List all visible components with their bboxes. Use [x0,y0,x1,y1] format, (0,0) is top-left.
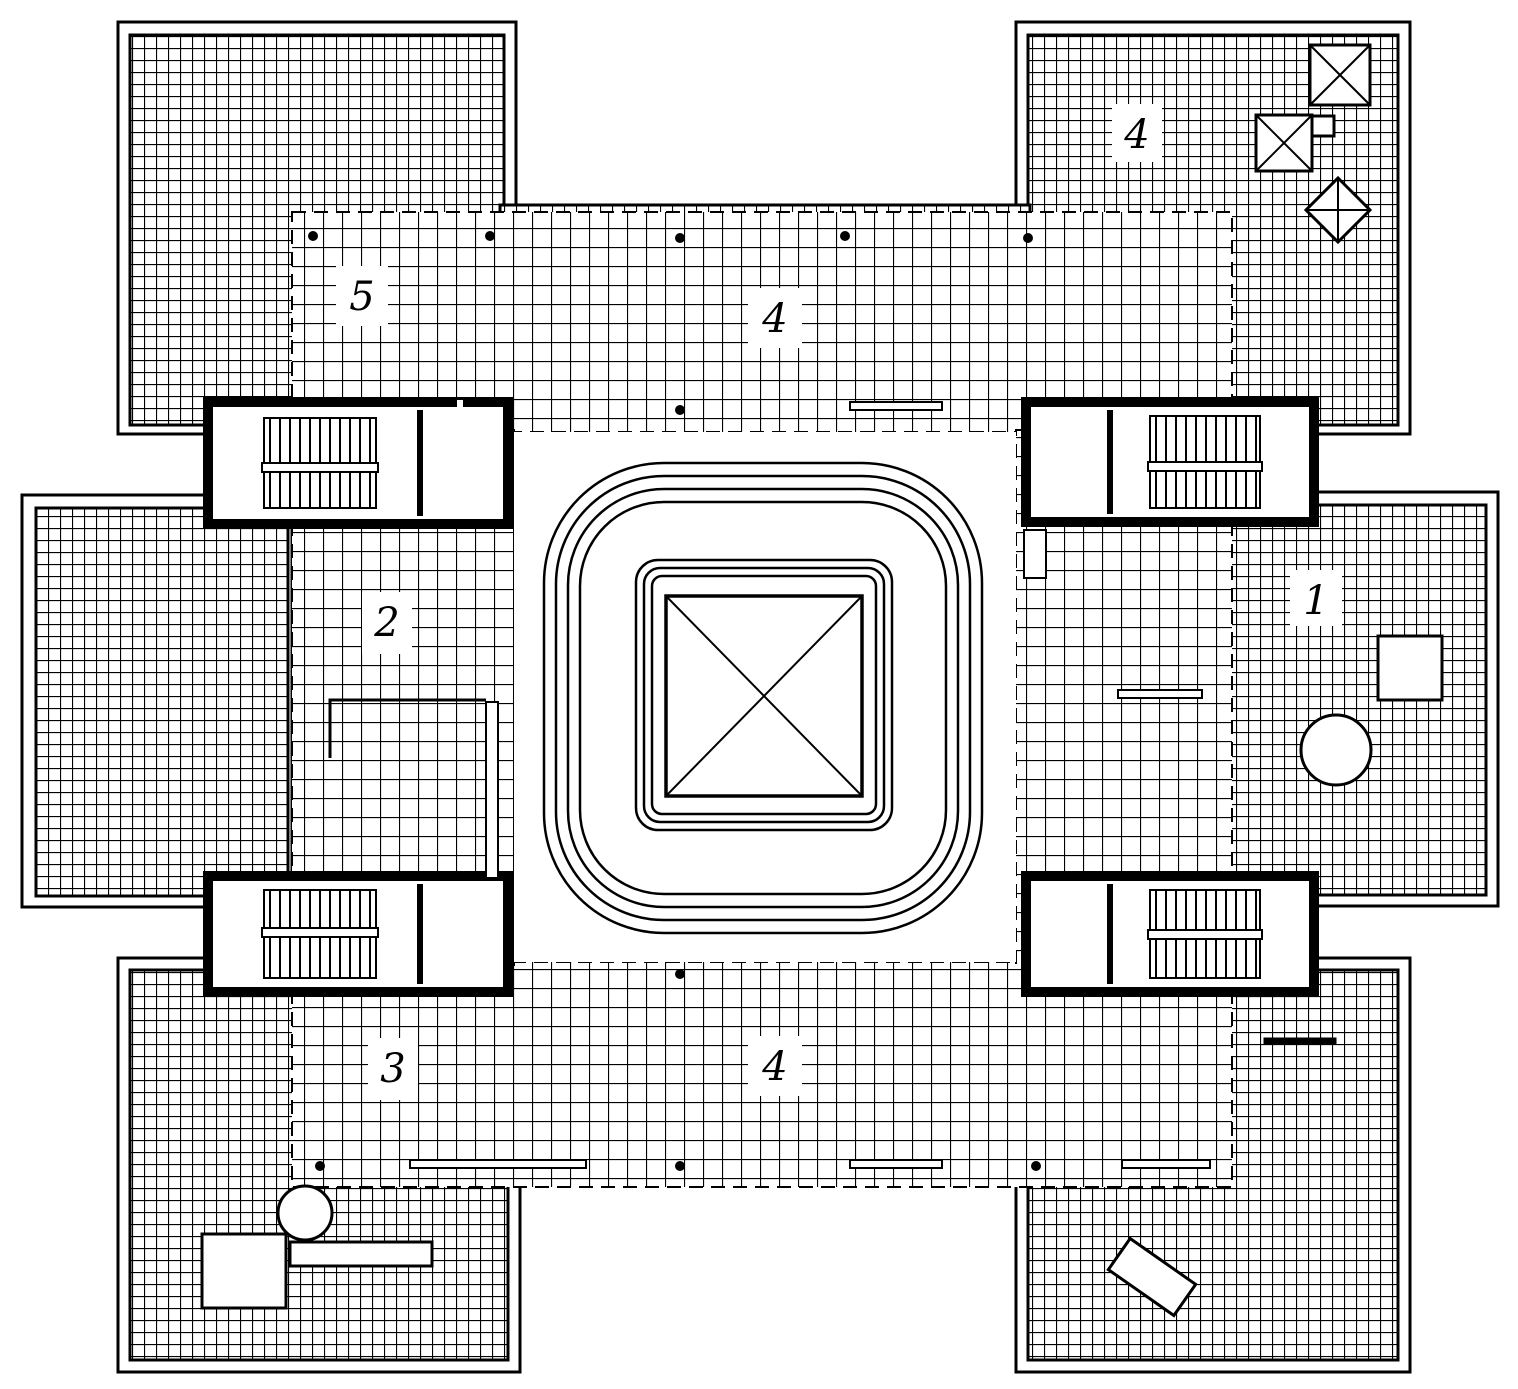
label-3: 3 [368,1038,418,1100]
svg-text:4: 4 [761,1044,787,1090]
columns [308,231,1041,1171]
planter-square-left [200,1232,288,1310]
tilted-block [1106,1236,1198,1318]
label-4-top-right: 4 [1112,104,1162,162]
svg-text:4: 4 [1123,112,1149,158]
planter-round-left [276,1184,334,1242]
planter-square-right [1376,634,1444,702]
label-2: 2 [362,592,412,654]
central-skylight [542,461,984,935]
label-1: 1 [1290,570,1342,626]
stair-towers [203,397,1319,997]
bench-left [288,1240,434,1268]
planter-round-right [1299,713,1373,787]
svg-text:1: 1 [1303,578,1328,624]
pyramid-roof [664,594,864,798]
label-4-top: 4 [748,288,802,348]
svg-text:3: 3 [380,1046,405,1092]
stair-tower-top-left [203,397,513,529]
svg-text:4: 4 [761,296,787,342]
stair-tower-bottom-right [1021,871,1319,997]
svg-text:5: 5 [349,274,374,320]
stair-tower-top-right [1021,397,1319,527]
label-4-bottom: 4 [748,1036,802,1096]
svg-text:2: 2 [373,600,399,646]
stair-tower-bottom-left [203,871,513,997]
terrace-elements [200,43,1444,1318]
room-labels: 1 2 3 4 4 4 5 [336,104,1342,1100]
label-5: 5 [336,266,388,326]
